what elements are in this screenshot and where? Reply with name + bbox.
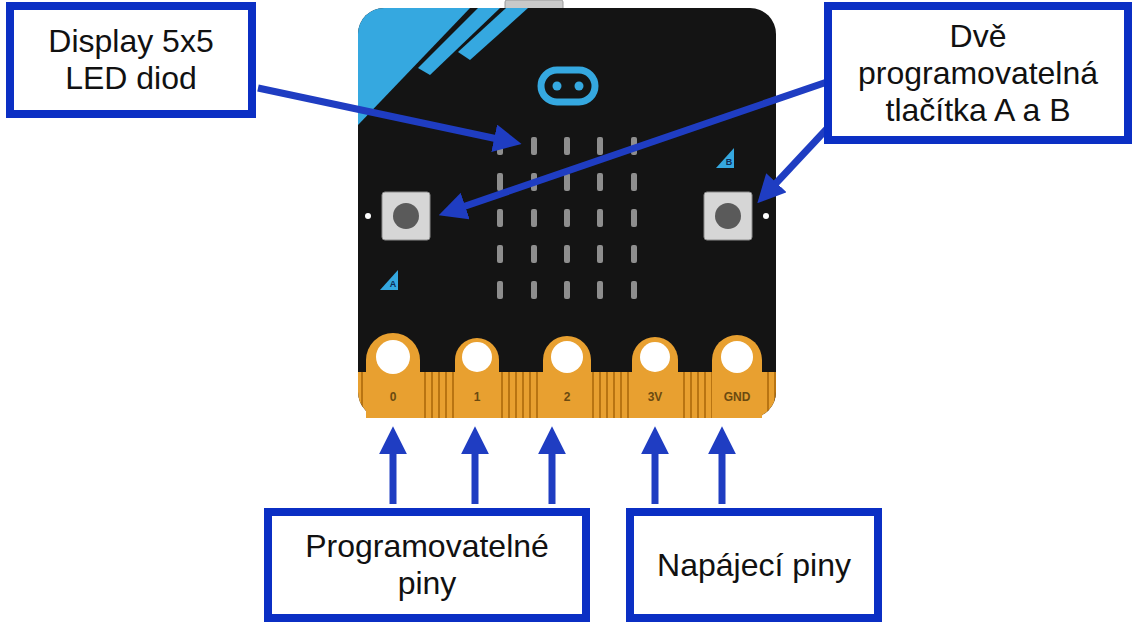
- microbit-logo: [541, 70, 595, 102]
- led: [497, 173, 503, 191]
- led: [631, 245, 637, 263]
- callout-box: Dvě programovatelná tlačítka A a B: [824, 2, 1132, 144]
- led: [564, 173, 570, 191]
- led: [531, 209, 537, 227]
- led: [631, 209, 637, 227]
- led: [497, 245, 503, 263]
- led: [597, 137, 603, 155]
- callout-text: Dvě programovatelná tlačítka A a B: [842, 18, 1114, 128]
- led: [497, 281, 503, 299]
- leader-arrow: [652, 436, 659, 504]
- pin-name: 3V: [648, 391, 663, 403]
- led: [564, 209, 570, 227]
- button-b: [715, 203, 741, 229]
- button-letter: B: [726, 158, 733, 167]
- leader-arrow: [258, 88, 512, 142]
- callout-box: Napájecí piny: [626, 508, 882, 622]
- led: [597, 245, 603, 263]
- logo-eye: [575, 82, 584, 91]
- button-a-housing: [382, 192, 430, 240]
- led: [564, 281, 570, 299]
- leader-arrow: [448, 70, 862, 212]
- button-b-marker: [716, 148, 734, 168]
- button-a-marker: [380, 270, 398, 290]
- corner-stripe: [458, 8, 528, 60]
- led-grid: [497, 137, 637, 299]
- callout-text: Display 5x5 LED diod: [24, 23, 238, 97]
- mount-hole: [763, 213, 769, 219]
- led: [531, 281, 537, 299]
- button-a: [393, 203, 419, 229]
- led: [497, 209, 503, 227]
- callout-box: Display 5x5 LED diod: [6, 2, 256, 118]
- button-letter: A: [390, 280, 397, 289]
- button-b-housing: [704, 192, 752, 240]
- pin-name: 2: [564, 391, 571, 403]
- pin-holes: [376, 340, 753, 374]
- callout-text: Programovatelné piny: [282, 528, 572, 602]
- led: [597, 281, 603, 299]
- led: [564, 137, 570, 155]
- leader-arrow: [390, 436, 397, 504]
- mount-hole: [365, 213, 371, 219]
- led: [531, 245, 537, 263]
- board: [358, 8, 776, 418]
- led: [564, 245, 570, 263]
- pin-name: 1: [474, 391, 481, 403]
- led: [631, 173, 637, 191]
- led: [597, 173, 603, 191]
- leader-arrow: [719, 436, 726, 504]
- pin-name: 0: [390, 391, 397, 403]
- logo-eye: [553, 82, 562, 91]
- leader-arrow: [549, 436, 556, 504]
- callout-box: Programovatelné piny: [264, 508, 590, 622]
- pin-name: GND: [724, 391, 751, 403]
- led: [631, 281, 637, 299]
- leader-arrow: [472, 436, 479, 504]
- led: [531, 137, 537, 155]
- pin-pads: [366, 333, 762, 418]
- corner-stripe: [358, 8, 470, 125]
- callout-text: Napájecí piny: [657, 547, 851, 584]
- led: [597, 209, 603, 227]
